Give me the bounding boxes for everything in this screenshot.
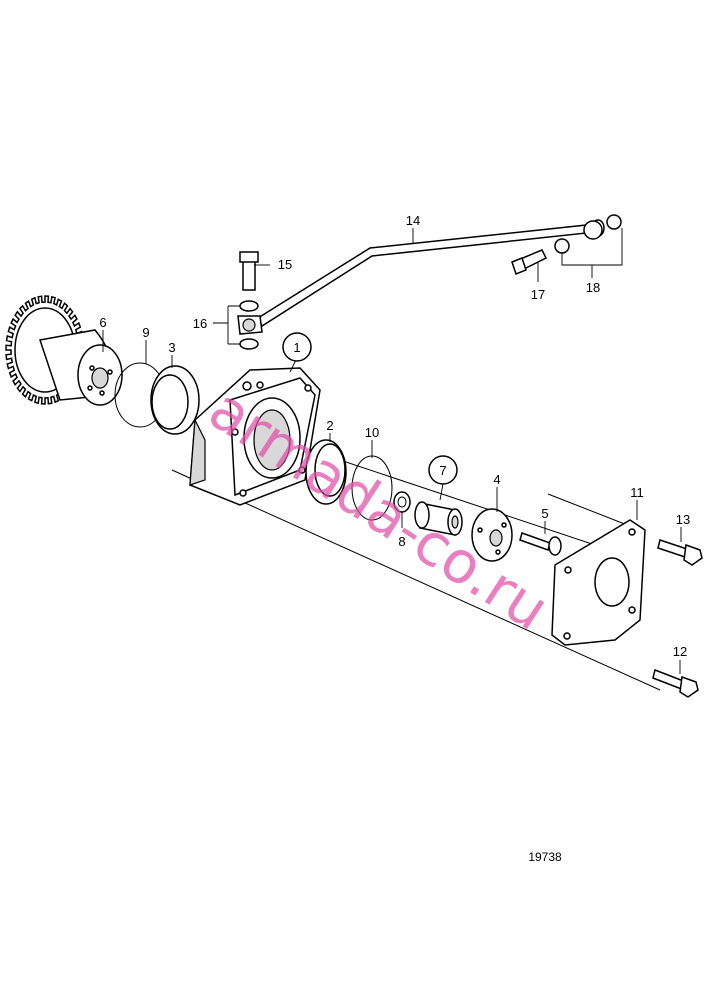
coupling-sleeve-7 [414, 501, 463, 536]
banjo-fitting [237, 251, 263, 350]
callout-1-circle [282, 332, 312, 362]
callout-5: 5 [541, 506, 548, 521]
callout-17: 17 [531, 287, 545, 302]
callout-14: 14 [406, 213, 420, 228]
callout-10: 10 [365, 425, 379, 440]
callout-16: 16 [193, 316, 207, 331]
callout-13: 13 [676, 512, 690, 527]
bolt-12 [652, 668, 699, 698]
watermark: armada-co.ru [197, 375, 560, 644]
callout-4: 4 [493, 472, 500, 487]
seals-18 [554, 214, 622, 254]
callout-7-circle [428, 455, 458, 485]
callout-9: 9 [142, 325, 149, 340]
flange-disc-4 [471, 508, 513, 562]
callout-7: 7 [439, 463, 446, 478]
cover-plate-11 [551, 519, 646, 646]
callout-2: 2 [326, 418, 333, 433]
pipe-14 [257, 219, 605, 328]
callout-labels: 1 2 3 4 5 6 7 8 9 10 11 12 13 14 15 16 1… [99, 213, 690, 659]
callout-15: 15 [278, 257, 292, 272]
callout-8: 8 [398, 534, 405, 549]
figure-number: 19738 [528, 850, 562, 864]
screw-5 [519, 532, 562, 556]
callout-12: 12 [673, 644, 687, 659]
pump-housing [189, 367, 321, 506]
callout-11: 11 [630, 485, 644, 500]
callout-3: 3 [168, 340, 175, 355]
bolt-17 [511, 249, 548, 275]
callout-1: 1 [293, 340, 300, 355]
gear-assembly [5, 295, 123, 406]
leader-lines [102, 228, 682, 674]
callout-6: 6 [99, 315, 106, 330]
bolt-13 [657, 539, 703, 566]
seal-ring-3 [150, 365, 200, 435]
callout-18: 18 [586, 280, 600, 295]
seal-2 [305, 439, 347, 505]
